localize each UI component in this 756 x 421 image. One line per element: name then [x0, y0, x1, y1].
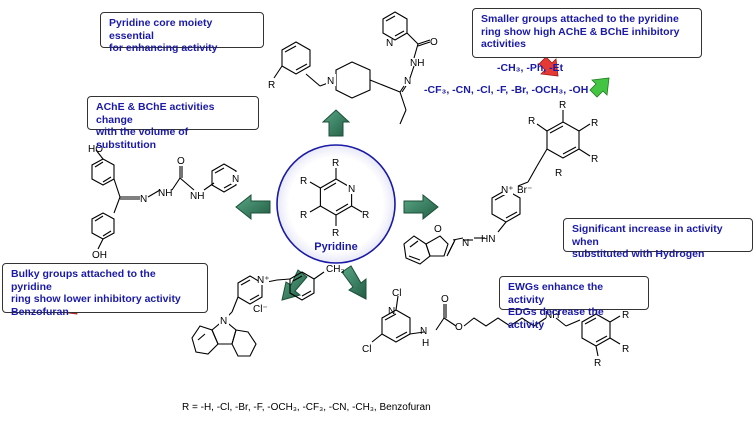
- svg-text:OH: OH: [92, 250, 107, 261]
- note-bulky-groups: Bulky groups attached to the pyridine ri…: [2, 263, 208, 318]
- svg-text:CH₃: CH₃: [326, 264, 345, 275]
- r-group-legend: R = -H, -Cl, -Br, -F, -OCH₃, -CF₃, -CN, …: [182, 402, 431, 413]
- svg-text:N⁺: N⁺: [257, 275, 270, 286]
- svg-text:N⁺: N⁺: [501, 185, 514, 196]
- green-up-arrow-icon: [589, 77, 610, 98]
- svg-text:NH: NH: [545, 310, 559, 321]
- center-r-3: R: [300, 210, 307, 221]
- note-hydrogen: Significant increase in activity when su…: [563, 218, 753, 260]
- left-molecule: HO OH N NH O NH N: [88, 144, 241, 261]
- svg-text:NH: NH: [190, 191, 204, 202]
- svg-text:R: R: [268, 80, 275, 91]
- teal-block-arrow-icon-down-right: [341, 265, 367, 300]
- svg-text:Cl: Cl: [362, 344, 371, 355]
- svg-text:R: R: [559, 100, 566, 111]
- svg-text:N: N: [232, 174, 239, 185]
- note-smaller-groups: Smaller groups attached to the pyridine …: [472, 8, 702, 58]
- center-n-label: N: [348, 184, 355, 195]
- svg-text:O: O: [177, 156, 185, 167]
- center-r-2: R: [300, 176, 307, 187]
- svg-text:N: N: [140, 194, 147, 205]
- svg-text:N: N: [420, 326, 427, 337]
- center-r-4: R: [332, 228, 339, 239]
- svg-text:R: R: [594, 358, 601, 369]
- svg-text:O: O: [441, 294, 449, 305]
- svg-text:HO: HO: [88, 144, 103, 155]
- svg-text:HN: HN: [481, 234, 495, 245]
- svg-text:O: O: [455, 322, 463, 333]
- svg-text:NH: NH: [410, 58, 424, 69]
- svg-text:R: R: [555, 168, 562, 179]
- svg-text:R: R: [622, 344, 629, 355]
- svg-text:R: R: [591, 154, 598, 165]
- bottom-left-molecule: N⁺ Cl⁻ CH₃ N: [191, 264, 345, 357]
- substituents-decrease: -CF₃, -CN, -Cl, -F, -Br, -OCH₃, -OH: [424, 84, 589, 96]
- note-core-moiety: Pyridine core moiety essential for enhan…: [100, 12, 264, 54]
- bottom-right-molecule: Cl Cl N N H O O NH R R R R: [362, 288, 629, 369]
- center-title: Pyridine: [314, 241, 357, 253]
- note-ewg-edg: EWGs enhance the activity EDGs decrease …: [499, 276, 649, 331]
- svg-text:Cl⁻: Cl⁻: [253, 304, 268, 315]
- right-molecule: N⁺ Br⁻ R R R R R HN N O: [403, 100, 598, 265]
- center-r-1: R: [332, 158, 339, 169]
- red-down-arrow-icon: [538, 56, 559, 77]
- svg-text:Br⁻: Br⁻: [517, 185, 532, 196]
- svg-text:N: N: [327, 76, 334, 87]
- note-volume: AChE & BChE activities change with the v…: [87, 96, 259, 151]
- svg-text:R: R: [591, 118, 598, 129]
- svg-text:NH: NH: [158, 188, 172, 199]
- top-molecule: N N O NH N R: [268, 11, 438, 125]
- svg-text:O: O: [430, 37, 438, 48]
- svg-text:H: H: [422, 338, 429, 349]
- teal-block-arrow-icon-up: [321, 109, 351, 137]
- center-circle: [276, 144, 396, 264]
- svg-text:N: N: [462, 238, 469, 249]
- svg-text:N: N: [404, 76, 411, 87]
- center-pyridine: N R R R R R Pyridine: [276, 144, 396, 264]
- svg-text:N: N: [388, 306, 395, 317]
- svg-text:R: R: [528, 116, 535, 127]
- svg-text:R: R: [622, 310, 629, 321]
- svg-text:Cl: Cl: [392, 288, 401, 299]
- svg-text:O: O: [434, 224, 442, 235]
- svg-text:N: N: [386, 38, 393, 49]
- svg-text:N: N: [220, 316, 227, 327]
- center-r-5: R: [362, 210, 369, 221]
- substituents-increase: -CH₃, -Ph, -Et: [497, 62, 564, 74]
- teal-block-arrow-icon-left: [235, 193, 271, 221]
- teal-block-arrow-icon-right: [403, 193, 439, 221]
